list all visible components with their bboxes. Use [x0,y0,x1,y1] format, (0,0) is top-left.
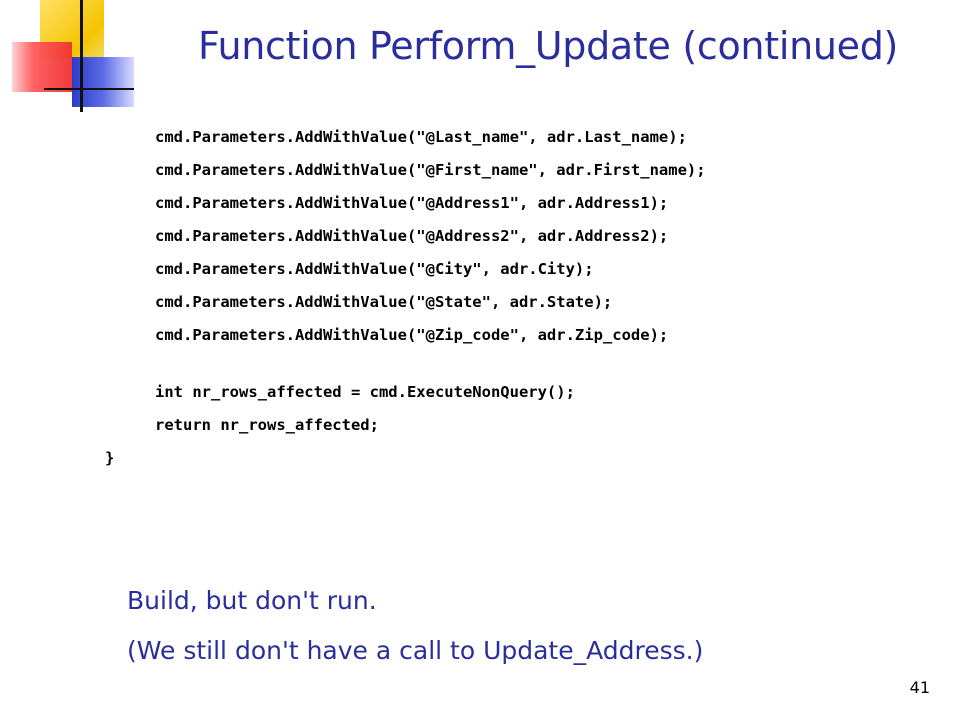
code-line: cmd.Parameters.AddWithValue("@Address1",… [155,194,669,212]
code-line: cmd.Parameters.AddWithValue("@Zip_code",… [155,326,669,344]
code-line: cmd.Parameters.AddWithValue("@First_name… [155,161,706,179]
note-build: Build, but don't run. [127,586,377,615]
code-line: cmd.Parameters.AddWithValue("@Last_name"… [155,128,687,146]
code-line: cmd.Parameters.AddWithValue("@City", adr… [155,260,594,278]
slide-logo-decoration [0,0,140,120]
slide-title: Function Perform_Update (continued) [198,24,899,68]
page-number: 41 [909,678,930,697]
code-line: cmd.Parameters.AddWithValue("@State", ad… [155,293,613,311]
code-line: } [105,449,115,467]
note-missing-call: (We still don't have a call to Update_Ad… [127,636,704,665]
code-line: cmd.Parameters.AddWithValue("@Address2",… [155,227,669,245]
vertical-line-decoration [80,0,83,112]
code-line: int nr_rows_affected = cmd.ExecuteNonQue… [155,383,575,401]
horizontal-line-decoration [44,88,134,90]
code-line: return nr_rows_affected; [155,416,379,434]
red-square-decoration [12,42,72,92]
